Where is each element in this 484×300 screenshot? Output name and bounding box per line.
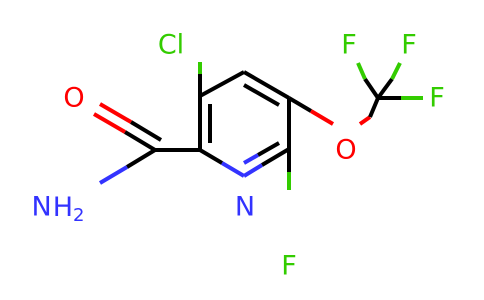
carbonyl-oxygen-label: O <box>63 83 84 114</box>
ring-double-bond-c4-c3 <box>243 83 280 107</box>
bond-cf3-top-fluorine <box>390 62 402 80</box>
bond-carbonyl-c-o-upper-oxygen <box>98 102 133 124</box>
bond-o-cf3-oxygen <box>358 115 372 126</box>
cf3-top-fluorine-label: F <box>401 30 417 61</box>
bond-carbonyl-c-o-lower-oxygen <box>92 112 127 134</box>
amide-hydrogen-label: H <box>53 192 73 223</box>
ring-bond-c5-c4 <box>199 70 245 98</box>
bond-cf3-top-carbon <box>376 77 394 100</box>
bond-o-cf3-carbon <box>368 97 380 118</box>
chlorine-label: Cl <box>158 30 184 61</box>
amide-subscript-label: 2 <box>73 205 84 226</box>
ring-double-bond-c2-n-part1 <box>257 141 280 157</box>
bond-c3-o-oxygen <box>309 109 335 126</box>
ring-bond-n-c6-part2 <box>198 148 224 165</box>
ether-oxygen-label: O <box>335 135 356 166</box>
ring-nitrogen-label: N <box>235 192 255 223</box>
cf3-right-fluorine-label: F <box>429 83 445 114</box>
ring-fluorine-label: F <box>281 251 297 282</box>
ring-bond-c4-c3 <box>242 70 291 100</box>
bond-carbonyl-c-n-nitrogen <box>98 165 129 185</box>
bond-carbonyl-c-o-lower-carbon <box>123 130 157 152</box>
bond-cf3-left-fluorine <box>356 62 367 80</box>
ring-bond-n-c6-part1 <box>220 161 246 178</box>
ring-bond-c2-n-part2 <box>242 163 264 178</box>
cf3-left-fluorine-label: F <box>341 30 357 61</box>
bond-carbonyl-c-o-upper-carbon <box>129 120 163 142</box>
ring-bond-c2-n-part1 <box>260 147 291 167</box>
bond-carbonyl-c-n-carbon <box>125 148 157 169</box>
bond-c3-o-carbon <box>287 96 313 113</box>
ring-double-bond-c2-n-part2 <box>243 153 259 165</box>
bond-cf3-left-carbon <box>363 77 380 100</box>
